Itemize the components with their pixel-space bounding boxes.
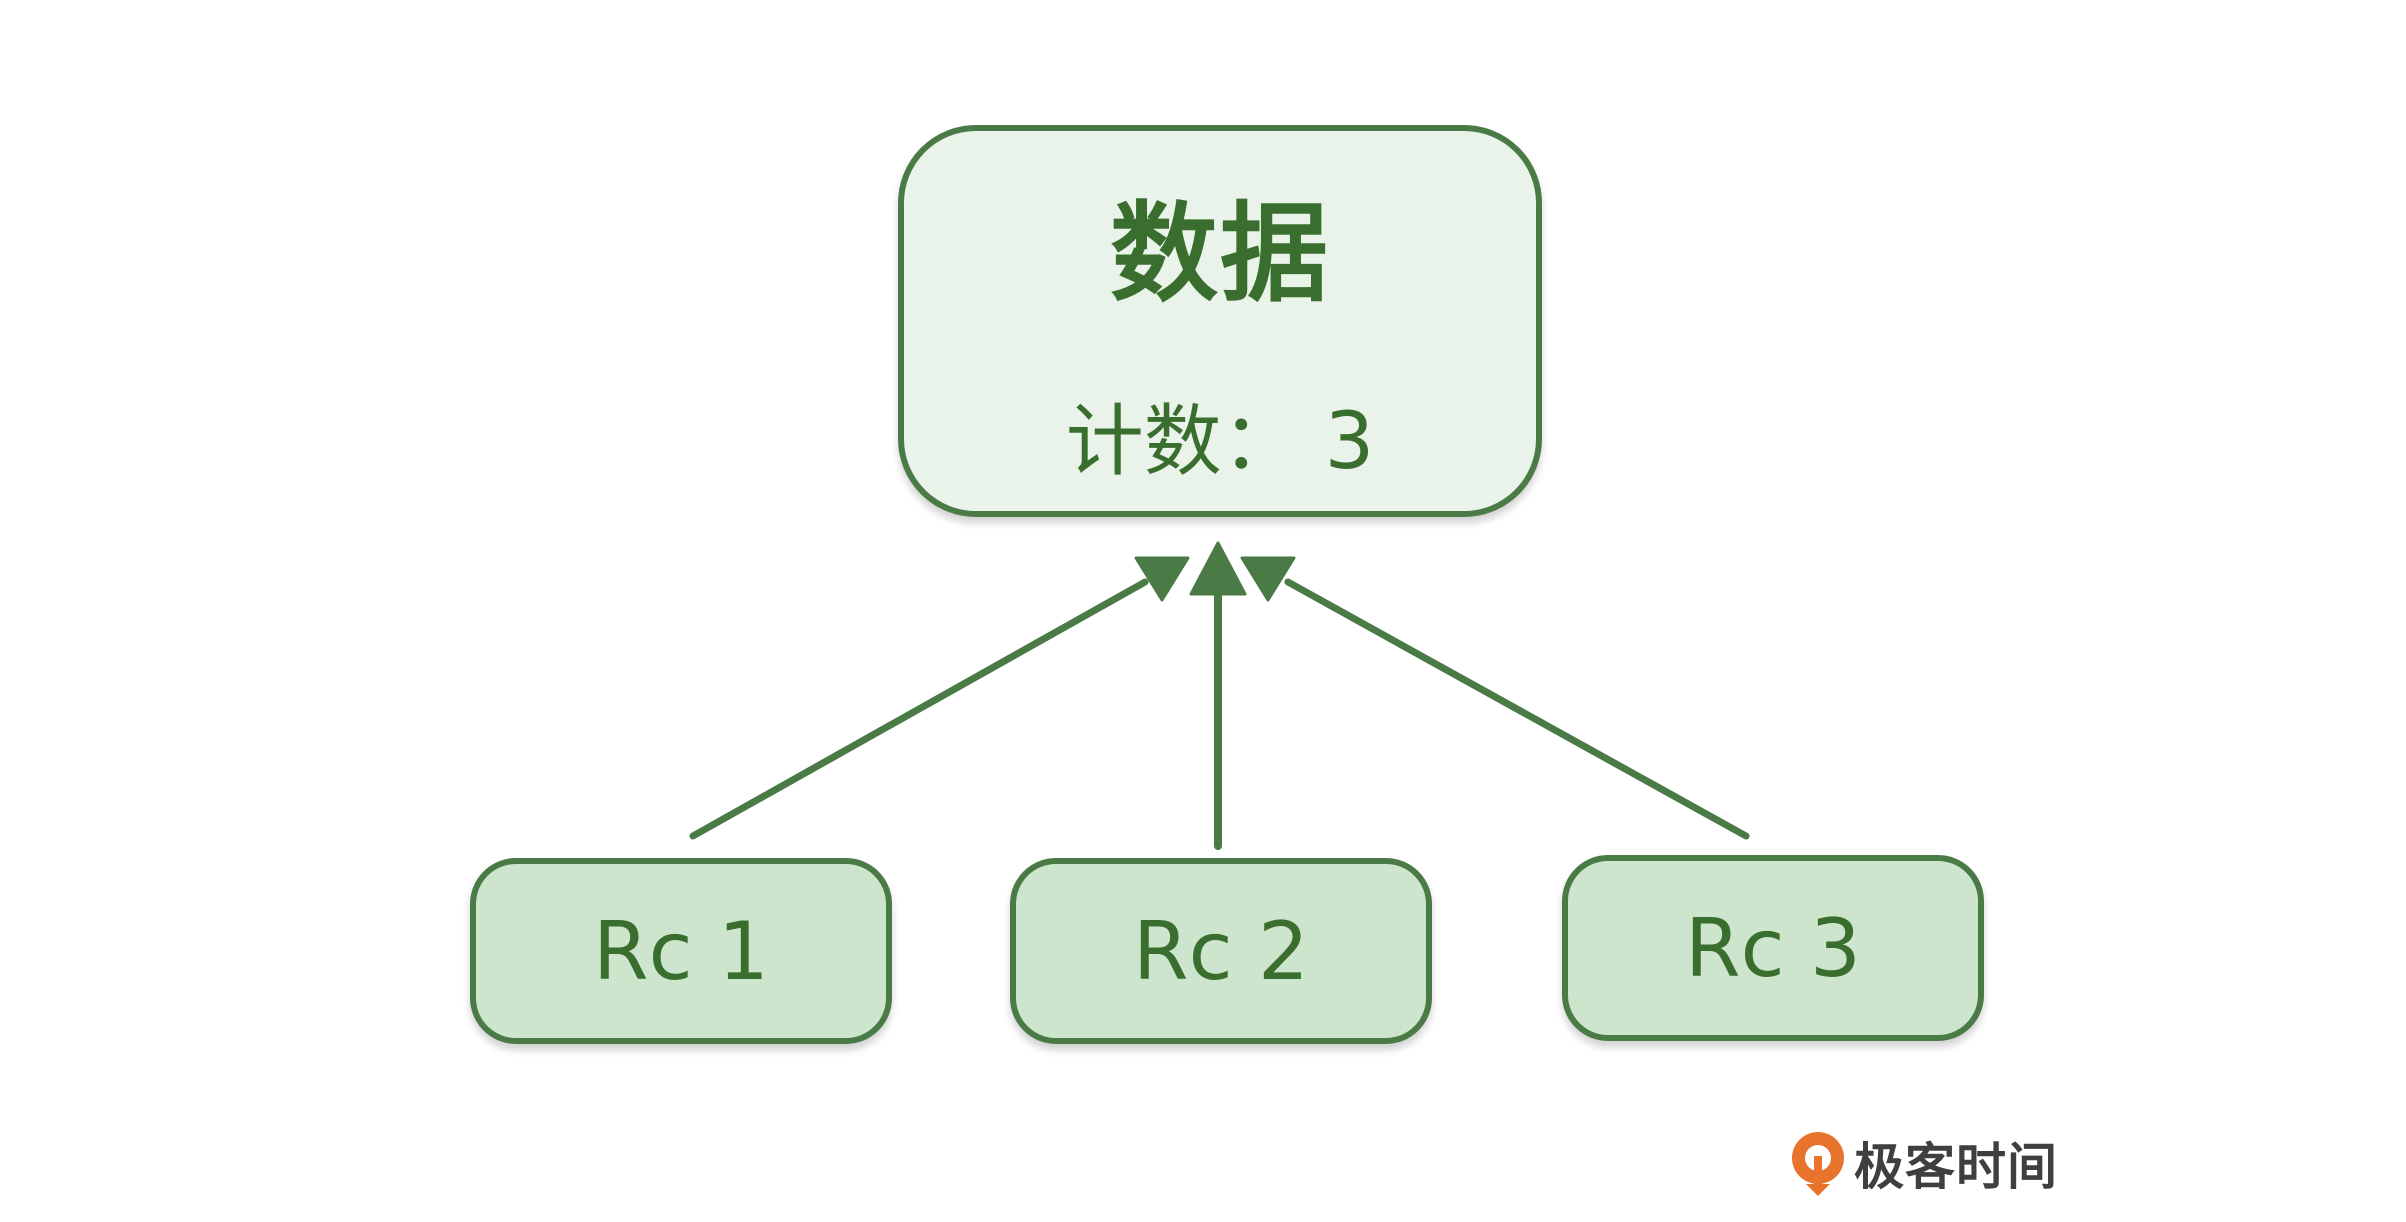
brand-watermark: 极客时间: [1788, 1128, 2058, 1198]
data-title: 数据: [1109, 192, 1330, 317]
rc-node-2: Rc 2: [1010, 858, 1432, 1044]
rc-node-1: Rc 1: [470, 858, 892, 1044]
data-count: 计数： 3: [1065, 397, 1375, 487]
geektime-logo-icon: [1792, 1132, 1844, 1196]
arrow-rc3-to-data: [1240, 556, 1750, 840]
arrow-rc2-to-data: [1189, 541, 1247, 850]
arrowhead-rc2: [1189, 541, 1247, 596]
arrowhead-rc3: [1240, 556, 1296, 602]
arrow-rc1-to-data: [689, 556, 1190, 840]
rc-node-3: Rc 3: [1562, 855, 1984, 1041]
arrowhead-rc1: [1134, 556, 1190, 602]
data-node: 数据 计数： 3: [898, 125, 1542, 517]
brand-name: 极客时间: [1854, 1138, 2058, 1196]
